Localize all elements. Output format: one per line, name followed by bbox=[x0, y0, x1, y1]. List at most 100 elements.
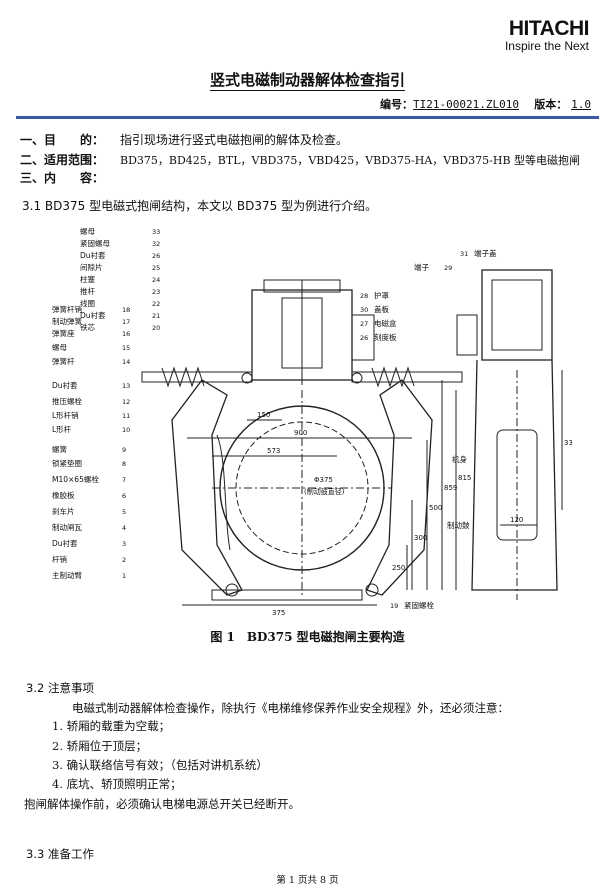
callout-label: 推杆 bbox=[80, 286, 95, 296]
callout-label: 端子 bbox=[414, 262, 429, 272]
callout-label: L形杆销 bbox=[52, 410, 79, 420]
hitachi-logo: HITACHI Inspire the Next bbox=[504, 17, 590, 53]
intro-purpose: 一、目 的：指引现场进行竖式电磁抱闸的解体及检查。 bbox=[20, 133, 349, 147]
callout-number: 1 bbox=[122, 572, 126, 580]
callout-label: 间隙片 bbox=[80, 262, 103, 272]
callout-number: 33 bbox=[152, 228, 160, 236]
dim-900: 900 bbox=[294, 429, 307, 437]
dimension-labels: 150 900 573 Φ375 (制动鼓直径) 300 500 859 815… bbox=[257, 411, 572, 617]
dim-375-base: 375 bbox=[272, 609, 285, 617]
callout-number: 3 bbox=[122, 540, 126, 548]
callout-label: M10×65螺栓 bbox=[52, 474, 99, 484]
callout-label: 铁芯 bbox=[80, 322, 95, 332]
caution-item: 2. 轿厢位于顶层； bbox=[52, 739, 148, 753]
right-callout-numbers: 28 30 27 26 29 31 19 bbox=[360, 250, 468, 610]
callout-number: 28 bbox=[360, 292, 368, 300]
callout-number: 12 bbox=[122, 398, 130, 406]
callout-number: 27 bbox=[360, 320, 368, 328]
callout-number: 13 bbox=[122, 382, 130, 390]
callout-number: 21 bbox=[152, 312, 160, 320]
callout-label: Du衬套 bbox=[52, 538, 78, 548]
callout-label: 电磁盒 bbox=[374, 318, 397, 328]
callout-label: Du衬套 bbox=[80, 250, 106, 260]
callout-label: Du衬套 bbox=[52, 380, 78, 390]
callout-label: 螺母 bbox=[52, 342, 67, 352]
callout-number: 29 bbox=[444, 264, 452, 272]
dim-250: 250 bbox=[392, 564, 405, 572]
dim-500: 500 bbox=[429, 504, 442, 512]
caution-item: 1. 轿厢的载重为空载； bbox=[52, 719, 171, 733]
callout-label: Du衬套 bbox=[80, 310, 106, 320]
callout-number: 4 bbox=[122, 524, 126, 532]
dim-375: Φ375 bbox=[314, 476, 333, 484]
callout-number: 32 bbox=[152, 240, 160, 248]
right-callouts: 护罩 盖板 电磁盒 刻度板 端子 端子盖 机身 制动鼓 紧固螺栓 bbox=[374, 248, 497, 610]
caution-item: 4. 底坑、轿顶照明正常； bbox=[52, 777, 182, 791]
callout-label: 螺簧 bbox=[52, 444, 67, 454]
callout-label: L形杆 bbox=[52, 424, 72, 434]
logo-brand: HITACHI bbox=[508, 17, 590, 40]
callout-label: 柱塞 bbox=[80, 274, 95, 284]
dim-150: 150 bbox=[257, 411, 270, 419]
caution-item: 3. 确认联络信号有效；（包括对讲机系统） bbox=[52, 758, 268, 772]
callout-label: 刻度板 bbox=[374, 332, 397, 342]
callout-label: 线圈 bbox=[80, 298, 95, 308]
callout-number: 22 bbox=[152, 300, 160, 308]
callout-number: 11 bbox=[122, 412, 130, 420]
callout-label: 紧固螺母 bbox=[80, 238, 110, 248]
callout-number: 18 bbox=[122, 306, 130, 314]
dim-335: 335 bbox=[564, 439, 572, 447]
callout-number: 14 bbox=[122, 358, 130, 366]
callout-label: 弹簧杆 bbox=[52, 356, 75, 366]
logo-tagline: Inspire the Next bbox=[504, 39, 589, 53]
callout-label: 刹车片 bbox=[52, 506, 75, 516]
section-3-2-heading: 3.2 注意事项 bbox=[26, 681, 94, 695]
callout-number: 24 bbox=[152, 276, 160, 284]
callout-number: 5 bbox=[122, 508, 126, 516]
dim-573: 573 bbox=[267, 447, 280, 455]
section-3-3-heading: 3.3 准备工作 bbox=[26, 847, 94, 861]
dim-drum: (制动鼓直径) bbox=[304, 487, 345, 496]
callout-number: 8 bbox=[122, 460, 126, 468]
left-callouts: 螺母 紧固螺母 Du衬套 间隙片 柱塞 推杆 线圈 Du衬套 铁芯 弹簧杆销 制… bbox=[52, 226, 110, 580]
page-footer: 第 1 页共 8 页 bbox=[276, 875, 339, 886]
callout-label: 制动闸瓦 bbox=[52, 522, 82, 532]
callout-label: 弹簧杆销 bbox=[52, 304, 82, 314]
left-callout-numbers: 33 32 26 25 24 23 22 21 20 18 17 16 15 1… bbox=[122, 228, 160, 580]
dim-859: 859 bbox=[444, 484, 457, 492]
callout-number: 15 bbox=[122, 344, 130, 352]
callout-label: 机身 bbox=[452, 454, 467, 464]
intro-scope: 二、适用范围：BD375，BD425，BTL，VBD375，VBD425，VBD… bbox=[20, 153, 581, 167]
callout-number: 26 bbox=[152, 252, 160, 260]
callout-label: 杆销 bbox=[52, 554, 67, 564]
callout-label: 螺母 bbox=[80, 226, 95, 236]
callout-number: 30 bbox=[360, 306, 368, 314]
callout-label: 紧固螺栓 bbox=[404, 600, 434, 610]
intro-content: 三、内 容： bbox=[20, 171, 105, 185]
callout-label: 主制动臂 bbox=[52, 570, 82, 580]
callout-number: 9 bbox=[122, 446, 126, 454]
callout-label: 橡胶板 bbox=[52, 490, 75, 500]
callout-label: 弹簧座 bbox=[52, 328, 75, 338]
document-title: 竖式电磁制动器解体检查指引 bbox=[209, 71, 405, 91]
section-3-2-note: 抱闸解体操作前，必须确认电梯电源总开关已经断开。 bbox=[24, 797, 300, 811]
header-divider bbox=[16, 116, 599, 119]
callout-label: 盖板 bbox=[374, 304, 389, 314]
section-3-1: 3.1 BD375 型电磁式抱闸结构，本文以 BD375 型为例进行介绍。 bbox=[22, 199, 378, 213]
callout-number: 23 bbox=[152, 288, 160, 296]
callout-number: 17 bbox=[122, 318, 130, 326]
callout-number: 31 bbox=[460, 250, 468, 258]
callout-label: 制动鼓 bbox=[447, 520, 470, 530]
callout-label: 护罩 bbox=[374, 290, 389, 300]
callout-number: 25 bbox=[152, 264, 160, 272]
callout-label: 锁紧垫圈 bbox=[52, 458, 82, 468]
section-3-2-intro: 电磁式制动器解体检查操作，除执行《电梯维修保养作业安全规程》外，还必须注意： bbox=[72, 701, 509, 715]
dim-120: 120 bbox=[510, 516, 523, 524]
callout-number: 7 bbox=[122, 476, 126, 484]
callout-number: 19 bbox=[390, 602, 398, 610]
callout-number: 6 bbox=[122, 492, 126, 500]
callout-number: 16 bbox=[122, 330, 130, 338]
brake-structure-diagram: 螺母 紧固螺母 Du衬套 间隙片 柱塞 推杆 线圈 Du衬套 铁芯 弹簧杆销 制… bbox=[52, 226, 572, 617]
callout-label: 制动弹簧 bbox=[52, 316, 82, 326]
doc-version-value: 1.0 bbox=[571, 98, 591, 111]
